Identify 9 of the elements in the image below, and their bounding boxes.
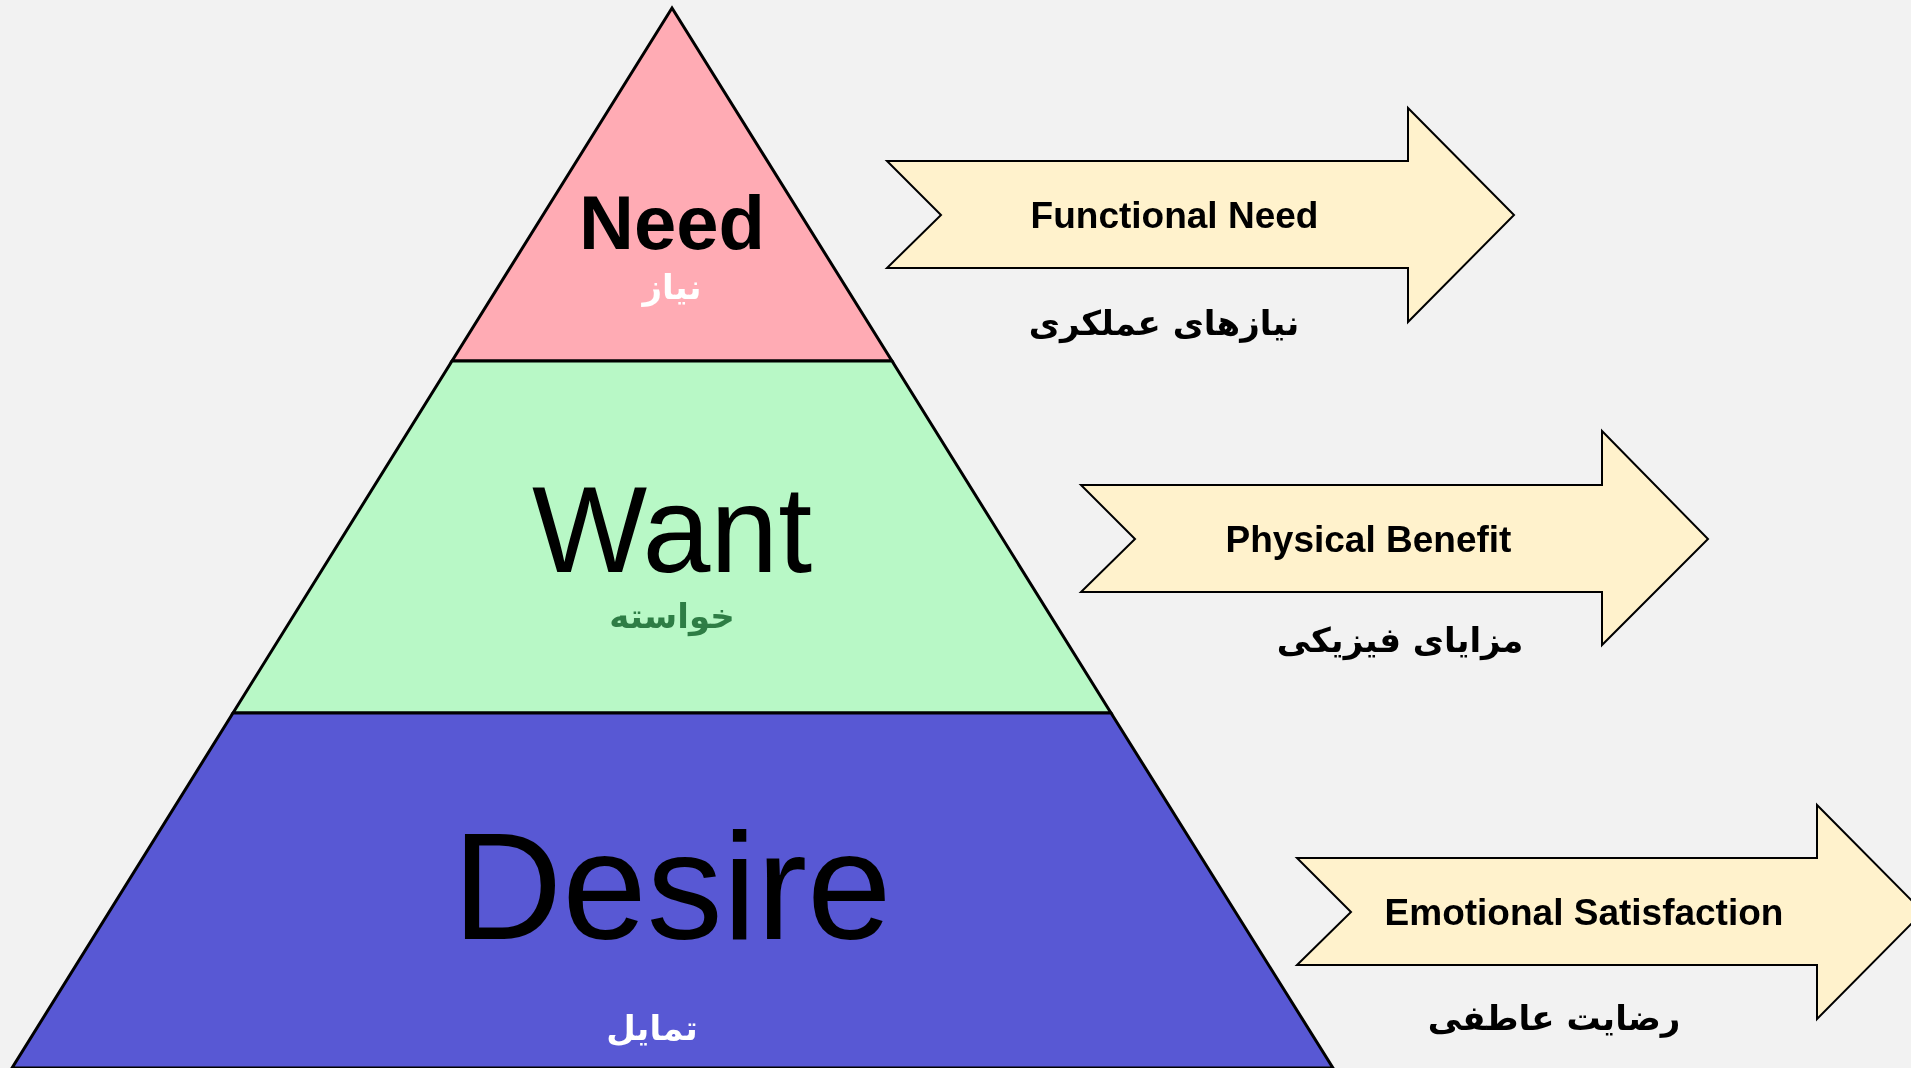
- band-subtitle: نیاز: [642, 270, 702, 305]
- band-title: Want: [531, 469, 813, 592]
- band-title: Desire: [452, 809, 892, 962]
- banner-caption: رضایت عاطفی: [1427, 1001, 1681, 1036]
- banner-label: Physical Benefit: [1225, 520, 1512, 558]
- banner-label: Functional Need: [1030, 196, 1319, 234]
- band-title: Need: [579, 185, 765, 262]
- banner-label: Emotional Satisfaction: [1384, 893, 1784, 931]
- band-subtitle: تمایل: [606, 1011, 698, 1046]
